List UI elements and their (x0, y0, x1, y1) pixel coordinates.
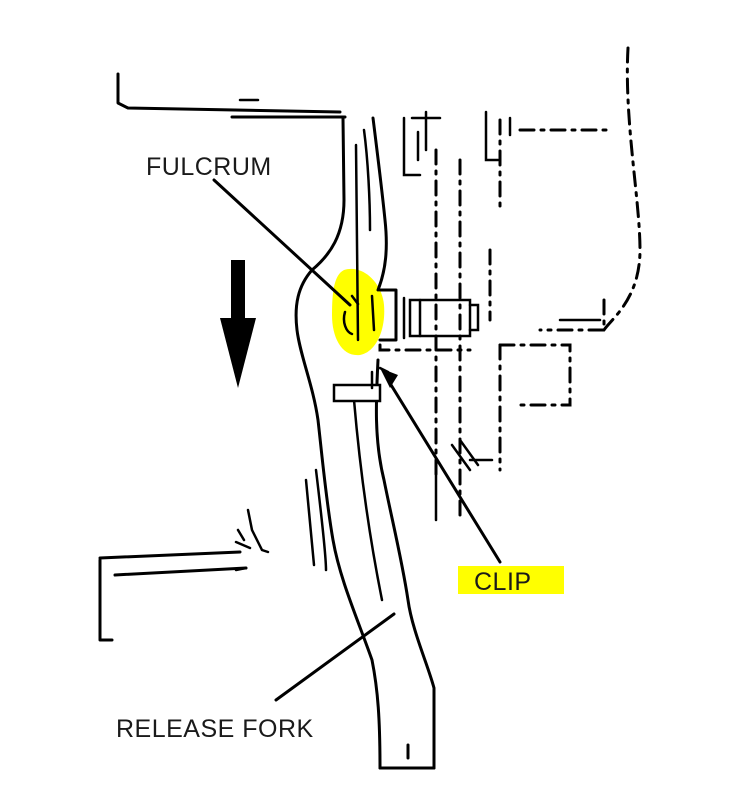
housing-top-left (116, 72, 347, 119)
release-fork (294, 116, 436, 770)
clip-label-highlight (458, 566, 564, 594)
release-fork-leader-line (274, 612, 396, 702)
clip-leader-arrow (380, 368, 398, 388)
down-arrow-icon (220, 260, 256, 388)
fulcrum-label: FULCRUM (146, 153, 272, 181)
release-fork-label: RELEASE FORK (116, 715, 314, 743)
fulcrum-leader-line (212, 178, 352, 307)
release-bearing (378, 288, 480, 342)
clip-label: CLIP (474, 568, 532, 596)
clip-leader-line (386, 378, 502, 564)
lower-left-bracket (98, 508, 270, 642)
fulcrum-pivot (342, 294, 376, 336)
transmission-housing (378, 46, 642, 522)
fork-clip-band (332, 366, 390, 403)
